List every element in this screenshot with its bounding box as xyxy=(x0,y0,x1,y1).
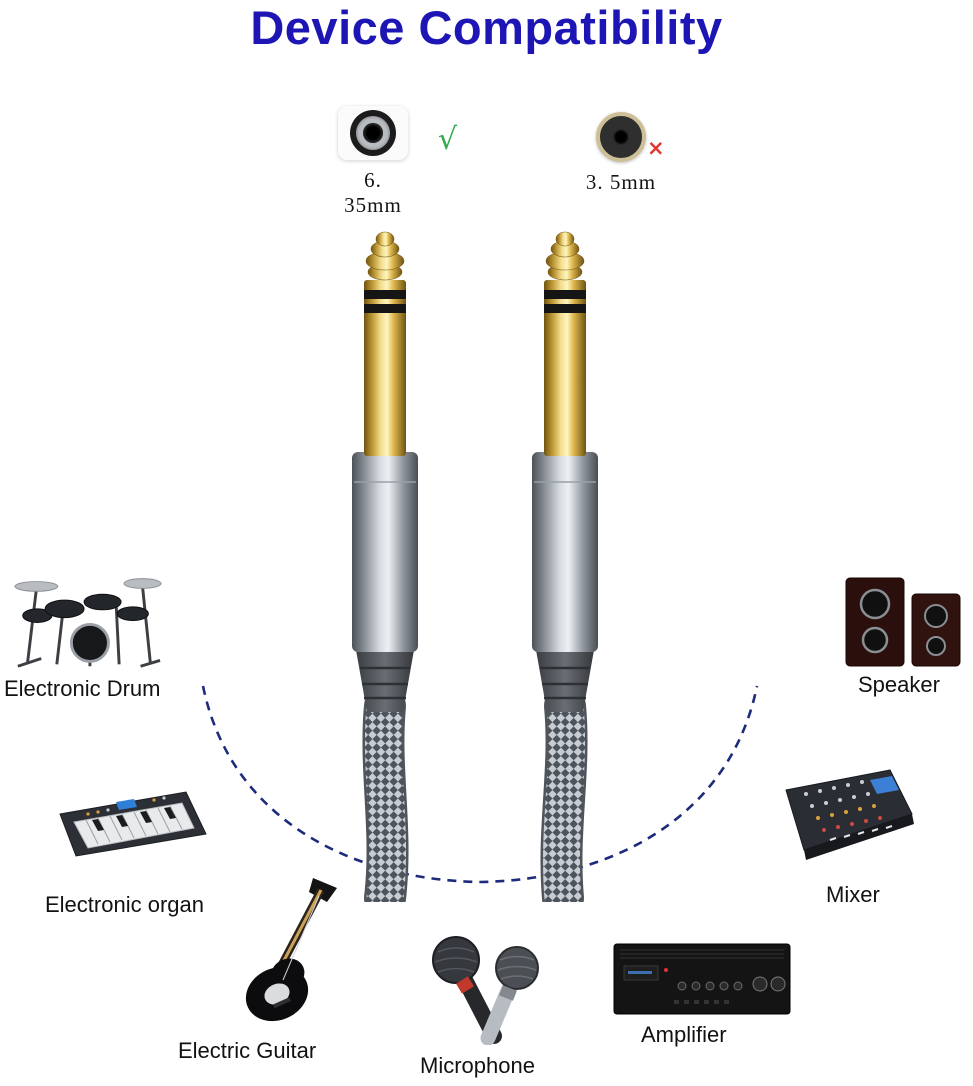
jack-635-socket-icon xyxy=(350,110,396,156)
dashed-connection-arc xyxy=(201,685,759,884)
check-mark-icon: √ xyxy=(438,122,458,157)
mixer-label: Mixer xyxy=(826,882,880,907)
amplifier-label: Amplifier xyxy=(641,1022,727,1047)
electronic-drum-label: Electronic Drum xyxy=(4,676,161,701)
microphone-label: Microphone xyxy=(420,1053,535,1078)
trs-plug-left-image xyxy=(352,231,418,902)
jack-35-group: 3. 5mm xyxy=(585,112,657,195)
cross-mark-icon: × xyxy=(647,136,665,160)
page-title: Device Compatibility xyxy=(250,1,723,54)
jack-635-group: 6. 35mm xyxy=(337,106,409,218)
speaker-label: Speaker xyxy=(858,672,940,697)
electronic-drum-image xyxy=(14,578,162,668)
electric-guitar-label: Electric Guitar xyxy=(178,1038,317,1063)
electronic-organ-label: Electronic organ xyxy=(45,892,204,917)
trs-plug-right-image xyxy=(532,231,598,902)
jack-35-socket-icon xyxy=(596,112,646,162)
amplifier-image xyxy=(613,943,791,1015)
speaker-image xyxy=(845,577,961,667)
jack-635-size-label: 6. 35mm xyxy=(344,168,402,217)
microphone-image xyxy=(432,936,539,1045)
jack-635-photo xyxy=(338,106,408,160)
electric-guitar-image xyxy=(245,878,337,1022)
electronic-organ-image xyxy=(59,791,207,857)
mixer-image xyxy=(785,769,914,860)
jack-35-size-label: 3. 5mm xyxy=(585,170,657,194)
